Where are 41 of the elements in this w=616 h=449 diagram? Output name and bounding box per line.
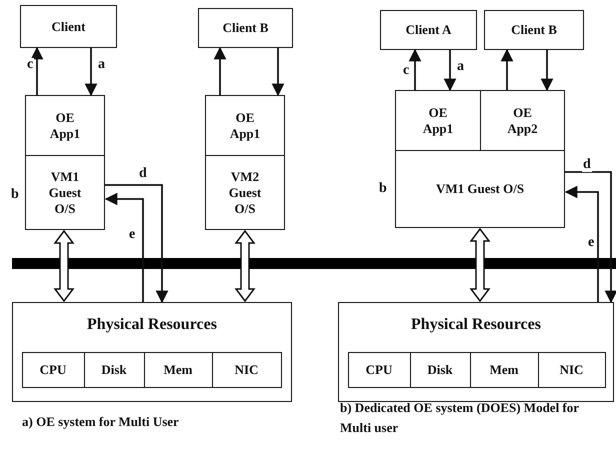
double-arrow [234, 230, 256, 302]
caption: a) OE system for Multi User [22, 413, 180, 431]
component-cell: Mem [470, 352, 538, 388]
component-cell: CPU [22, 352, 84, 388]
client-box: Client B [198, 8, 293, 48]
component-cell: NIC [538, 352, 606, 388]
arrow [500, 48, 514, 90]
component-cell: CPU [348, 352, 410, 388]
arrow [565, 171, 616, 304]
vm-box: VM2 Guest O/S [205, 155, 285, 230]
double-arrow [54, 230, 74, 302]
arrow [408, 48, 422, 90]
arrow [540, 50, 554, 92]
client-box: Client [20, 5, 117, 48]
client-box: Client A [380, 10, 477, 50]
arrow [105, 184, 168, 304]
arrow [564, 186, 599, 302]
double-arrow [470, 228, 490, 302]
arrow [272, 48, 284, 96]
resources-box [338, 302, 614, 402]
edge-label: d [582, 158, 592, 172]
section-title: Physical Resources [411, 317, 541, 333]
arrow [214, 46, 226, 95]
component-cell: NIC [212, 352, 282, 388]
arrow [444, 50, 456, 92]
arrow [30, 46, 44, 95]
app-box: OE App2 [480, 90, 565, 151]
arrow [84, 48, 98, 96]
component-cell: Mem [144, 352, 212, 388]
app-box: OE App1 [25, 95, 105, 156]
arrow [104, 192, 144, 302]
vm-box: VM1 Guest O/S [395, 150, 565, 228]
caption: b) Dedicated OE system (DOES) Model for Multi user [340, 399, 580, 437]
client-box: Client B [484, 10, 584, 50]
vm-box: VM1 Guest O/S [25, 155, 105, 230]
app-box: OE App1 [395, 90, 481, 151]
app-box: OE App1 [205, 95, 285, 156]
section-title: Physical Resources [87, 317, 217, 333]
component-cell: Disk [84, 352, 144, 388]
resources-box [12, 302, 292, 402]
component-cell: Disk [410, 352, 470, 388]
